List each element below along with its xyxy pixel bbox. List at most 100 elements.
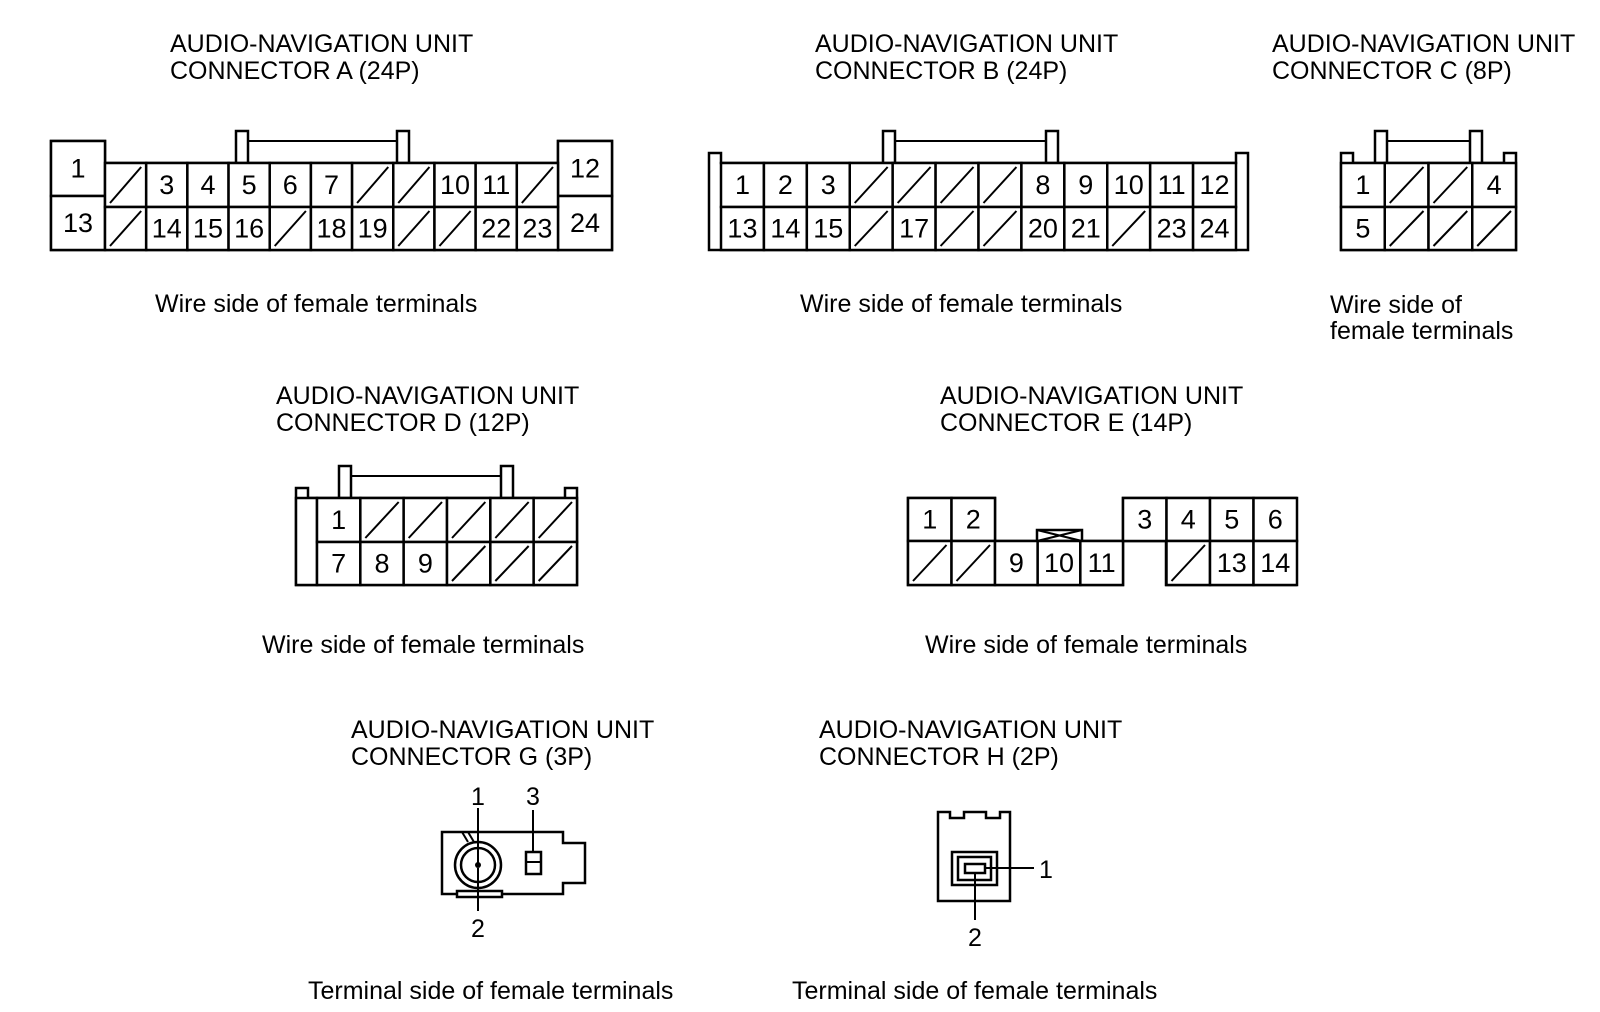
connector-a-cavity: [309, 205, 354, 252]
connector-a-pin-14: 14: [152, 214, 182, 244]
connector-a-pin-15: 15: [193, 214, 223, 244]
connector-b-pin-8: 8: [1035, 170, 1050, 200]
connector-d-unused-cavity-mark: [451, 501, 487, 539]
connector-e-cavity: [1252, 496, 1299, 543]
connector-a-pin-23: 23: [522, 214, 552, 244]
connector-a-pin-5: 5: [242, 170, 257, 200]
connector-b-unused-cavity-mark: [982, 166, 1018, 204]
connector-b-title-line1: AUDIO-NAVIGATION UNIT: [815, 30, 1118, 58]
connector-a-title-line1: AUDIO-NAVIGATION UNIT: [170, 30, 473, 58]
connector-d-unused-cavity-mark: [364, 501, 400, 539]
connector-d-unused-cavity-mark: [451, 545, 487, 582]
connector-b-pin-13: 13: [727, 214, 757, 244]
connector-c-unused-cavity-mark: [1389, 210, 1425, 247]
connector-b-unused-cavity-mark: [982, 210, 1018, 247]
connector-e-unused-cavity-mark: [1170, 544, 1206, 582]
connector-d-pin-9: 9: [418, 549, 433, 579]
connector-a-pin-16: 16: [234, 214, 264, 244]
connector-c-unused-cavity-mark: [1476, 210, 1512, 247]
connector-c-pin-1: 1: [1355, 170, 1370, 200]
connector-e-cavity: [906, 496, 953, 543]
connector-c-unused-cavity-mark: [1432, 210, 1468, 247]
connector-a-title-line2: CONNECTOR A (24P): [170, 57, 420, 85]
connector-b-unused-cavity-mark: [896, 166, 932, 204]
connector-e-key-mark: [1036, 529, 1083, 542]
connector-d-unused-cavity-mark: [494, 545, 530, 582]
connector-b-pin-20: 20: [1028, 214, 1058, 244]
connector-g-pin-label-2: 2: [471, 915, 485, 943]
connector-h-title-line2: CONNECTOR H (2P): [819, 743, 1059, 771]
connector-e-title-line1: AUDIO-NAVIGATION UNIT: [940, 382, 1243, 410]
connector-b-pin-12: 12: [1200, 170, 1230, 200]
connector-b-pin-17: 17: [899, 214, 929, 244]
connector-a-cavity: [309, 161, 354, 209]
connector-e-pin-5: 5: [1224, 505, 1239, 535]
connector-c: AUDIO-NAVIGATION UNIT CONNECTOR C (8P) 1…: [1272, 30, 1575, 252]
connector-a-cavity: [227, 161, 271, 209]
connector-e: AUDIO-NAVIGATION UNIT CONNECTOR E (14P) …: [906, 382, 1299, 587]
connector-b-unused-cavity-mark: [854, 166, 889, 204]
connector-a: AUDIO-NAVIGATION UNIT CONNECTOR A (24P) …: [49, 30, 614, 252]
connector-h-pin-1-contact: [963, 862, 987, 875]
connector-b-latch-post: [1044, 129, 1060, 167]
connector-d-title-line2: CONNECTOR D (12P): [276, 409, 530, 437]
connector-a-unused-cavity-mark: [273, 210, 307, 247]
connector-d-unused-cavity-mark: [494, 501, 530, 539]
connector-a-cavity: [49, 194, 107, 252]
connector-a-unused-cavity-mark: [109, 166, 142, 204]
connector-d-cavity: [315, 540, 362, 587]
connector-e-pin-11: 11: [1088, 548, 1116, 578]
connector-a-pin-12: 12: [570, 154, 600, 184]
connector-b-pin-11: 11: [1158, 170, 1186, 200]
connector-e-cavity: [1079, 539, 1125, 587]
connector-b-title-line2: CONNECTOR B (24P): [815, 57, 1067, 85]
connector-h: AUDIO-NAVIGATION UNIT CONNECTOR H (2P) 1…: [819, 716, 1122, 952]
connector-a-latch-post: [395, 129, 411, 167]
connector-b-pin-10: 10: [1114, 170, 1144, 200]
connector-c-latch-post: [1373, 129, 1389, 167]
connector-b-cavity: [1148, 205, 1195, 252]
connector-a-cavity: [144, 161, 189, 209]
connector-c-cavity: [1471, 161, 1518, 209]
connector-c-latch-post: [1468, 129, 1484, 167]
connector-a-unused-cavity-mark: [521, 166, 554, 204]
connector-h-title-line1: AUDIO-NAVIGATION UNIT: [819, 716, 1122, 744]
connector-g-title-line1: AUDIO-NAVIGATION UNIT: [351, 716, 654, 744]
connector-g: AUDIO-NAVIGATION UNIT CONNECTOR G (3P) 1…: [351, 716, 654, 943]
connector-e-pin-1: 1: [922, 505, 937, 535]
connector-a-unused-cavity-mark: [356, 166, 390, 204]
connector-a-unused-cavity-mark: [109, 210, 142, 247]
connector-a-cavity: [556, 194, 614, 252]
connector-a-pin-13: 13: [63, 208, 93, 238]
connector-a-cavity: [515, 205, 560, 252]
connector-d-unused-cavity-mark: [407, 501, 443, 539]
connector-e-unused-cavity-mark: [955, 544, 991, 582]
connector-b-pin-1: 1: [735, 170, 750, 200]
connector-b-pin-24: 24: [1200, 214, 1230, 244]
connector-d-caption: Wire side of female terminals: [262, 631, 584, 659]
connector-c-caption-line2: female terminals: [1330, 317, 1513, 345]
connector-d: AUDIO-NAVIGATION UNIT CONNECTOR D (12P) …: [276, 382, 579, 587]
connector-d-unused-cavity-mark: [537, 545, 573, 582]
connector-b-latch-post: [881, 129, 897, 167]
connector-a-unused-cavity-mark: [438, 210, 472, 247]
connector-a-cavity: [144, 205, 189, 252]
connector-e-pin-13: 13: [1217, 548, 1247, 578]
connector-b-cavity: [1020, 205, 1066, 252]
connector-e-pin-3: 3: [1137, 505, 1152, 535]
connector-d-unused-cavity-mark: [537, 501, 573, 539]
connector-h-caption: Terminal side of female terminals: [792, 977, 1157, 1005]
connector-g-pin-label-3: 3: [526, 783, 540, 811]
connector-b-pin-3: 3: [821, 170, 836, 200]
connector-a-pin-10: 10: [440, 170, 470, 200]
connector-c-title-line1: AUDIO-NAVIGATION UNIT: [1272, 30, 1575, 58]
connector-a-unused-cavity-mark: [397, 166, 431, 204]
connector-a-pin-7: 7: [324, 170, 339, 200]
connector-a-latch-post: [234, 129, 250, 167]
connector-b-cavity: [1191, 205, 1238, 252]
connector-b-cavity: [762, 205, 809, 252]
connector-a-pin-18: 18: [316, 214, 346, 244]
connector-g-base-tab: [455, 889, 504, 899]
